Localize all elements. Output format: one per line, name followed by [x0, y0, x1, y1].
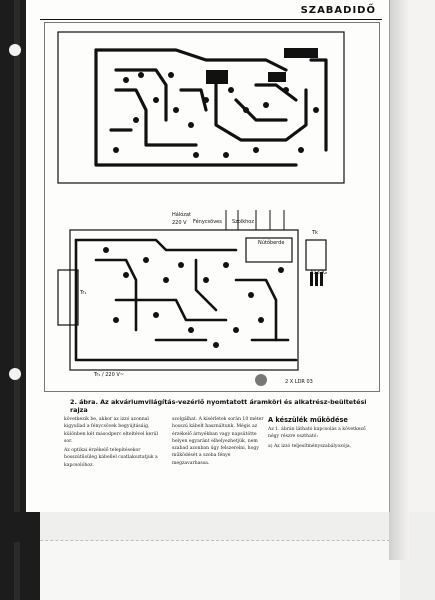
article-column-1: következik be, akkor az izzó azonnal kig…: [64, 416, 166, 471]
page-header: SZABADIDŐ: [40, 5, 382, 20]
label-ldr: 2 X LDR 03: [285, 379, 313, 385]
label-nutobeerde: Nútőberde: [258, 240, 285, 246]
component-placement-drawing: [57, 210, 327, 386]
label-fenycsoves: Fénycsöves: [193, 219, 222, 225]
section-label: SZABADIDŐ: [300, 5, 376, 16]
label-halozat: Hálózat: [172, 212, 191, 218]
section-title: A készülék működése: [268, 416, 348, 424]
figure-caption: 2. ábra. Az akváriumvilágítás-vezérlő ny…: [70, 398, 367, 414]
paragraph: Az optikai érzékelő telepítésekor hosszú…: [64, 448, 158, 468]
label-a132g: A132G: [310, 270, 327, 276]
article-column-3: A készülék működése Az 1. ábrán látható …: [268, 416, 372, 452]
punch-hole: [9, 44, 21, 56]
torn-paper-edge: [0, 540, 400, 600]
paragraph: Az 1. ábrán látható kapcsolás a következ…: [268, 427, 366, 440]
paragraph: következik be, akkor az izzó azonnal kig…: [64, 417, 159, 444]
label-tr1-220v: Tr₁ / 220 V~: [94, 372, 124, 378]
label-tk: Tk: [312, 230, 318, 236]
pcb-trace-drawing: [57, 31, 345, 184]
label-szolkhez: Szolkhoz: [232, 219, 254, 225]
figure-frame: [44, 22, 380, 392]
binder-strip: [14, 0, 20, 600]
magazine-page: [26, 0, 389, 512]
punch-hole: [9, 368, 21, 380]
label-voltage: 220 V: [172, 220, 187, 226]
binder-corner: [0, 512, 30, 542]
page-shadow: [389, 0, 409, 560]
article-column-2: szolgálhat. A kísérletek során 10 méter …: [172, 416, 264, 469]
paragraph: szolgálhat. A kísérletek során 10 méter …: [172, 417, 264, 466]
paragraph: a) Az izzó teljesítményszabályozója,: [268, 443, 352, 449]
label-tr1: Tr₁: [80, 290, 87, 296]
